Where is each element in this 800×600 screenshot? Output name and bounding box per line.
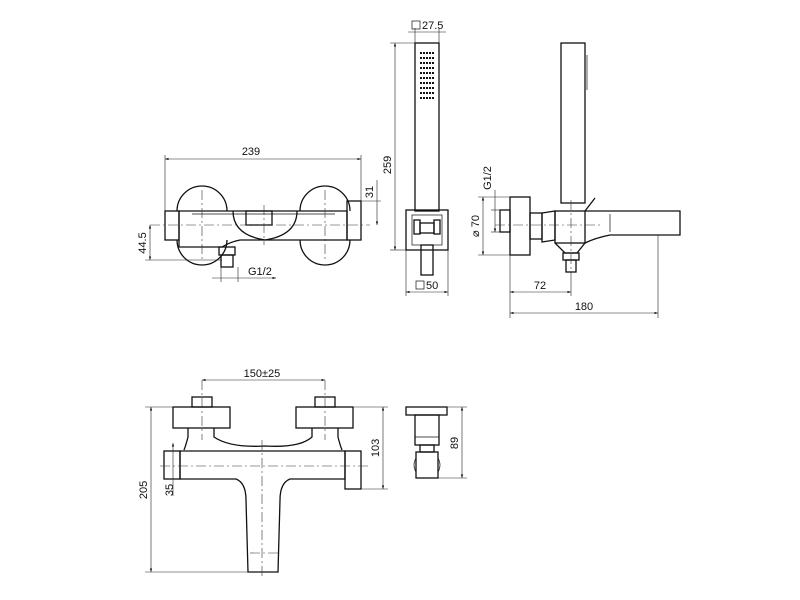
- dim-body-depth: 103: [370, 439, 382, 457]
- spray-nozzle: [423, 67, 425, 69]
- spray-nozzle: [432, 72, 434, 74]
- spray-nozzle: [420, 92, 422, 94]
- spray-nozzle: [432, 57, 434, 59]
- spray-nozzle: [420, 97, 422, 99]
- side-view: [478, 42, 681, 318]
- spray-nozzle: [429, 97, 431, 99]
- dim-height-center: 44.5: [137, 232, 149, 253]
- dim-height-top: 31: [364, 186, 376, 198]
- spray-nozzle: [432, 92, 434, 94]
- spray-nozzle: [426, 62, 428, 64]
- spray-nozzle: [420, 67, 422, 69]
- spray-nozzle: [432, 87, 434, 89]
- spray-nozzle: [420, 82, 422, 84]
- hand-shower-view: [390, 20, 449, 296]
- spray-nozzle: [429, 72, 431, 74]
- spray-nozzle: [429, 52, 431, 54]
- dim-wall-to-outlet: 72: [534, 280, 546, 292]
- dim-flange-diameter: ⌀ 70: [470, 215, 482, 237]
- dim-total-depth: 205: [138, 481, 150, 499]
- spray-nozzle: [420, 87, 422, 89]
- spray-nozzle: [426, 52, 428, 54]
- dim-head-size: 27.5: [422, 20, 443, 32]
- spray-nozzle: [423, 92, 425, 94]
- spray-nozzle: [429, 87, 431, 89]
- spray-nozzle: [423, 82, 425, 84]
- spray-nozzle: [429, 62, 431, 64]
- spray-nozzle: [423, 77, 425, 79]
- top-view: [145, 378, 388, 578]
- spray-nozzle: [420, 57, 422, 59]
- dim-shower-length: 259: [382, 156, 394, 174]
- spray-nozzle: [429, 82, 431, 84]
- spray-nozzle: [420, 72, 422, 74]
- spray-nozzle: [429, 77, 431, 79]
- dim-side-thread: G1/2: [482, 166, 494, 190]
- dim-detail-depth: 89: [449, 437, 461, 449]
- spray-nozzle: [426, 67, 428, 69]
- spray-nozzle: [426, 97, 428, 99]
- spray-nozzle: [420, 77, 422, 79]
- spray-nozzle: [423, 62, 425, 64]
- spray-nozzle: [426, 87, 428, 89]
- detail-view: [405, 406, 467, 479]
- spray-nozzle: [432, 82, 434, 84]
- front-view: [145, 155, 381, 282]
- spray-nozzle: [426, 92, 428, 94]
- spray-nozzle: [423, 57, 425, 59]
- spray-nozzle: [423, 87, 425, 89]
- spray-nozzle: [426, 77, 428, 79]
- spray-nozzle: [429, 57, 431, 59]
- diameter-symbol: ⌀: [470, 227, 482, 237]
- spray-nozzle: [426, 72, 428, 74]
- dim-cap-offset: 35: [164, 484, 176, 496]
- dim-outlet-thread: G1/2: [248, 266, 272, 278]
- spray-nozzle: [420, 62, 422, 64]
- spray-nozzle: [432, 62, 434, 64]
- spray-nozzle: [432, 67, 434, 69]
- spray-nozzle: [429, 92, 431, 94]
- spray-nozzle: [432, 77, 434, 79]
- dim-projection: 180: [575, 301, 593, 313]
- dim-width: 239: [242, 146, 260, 158]
- dim-bracket-size: 50: [426, 280, 438, 292]
- spray-nozzle: [426, 57, 428, 59]
- spray-nozzle: [423, 72, 425, 74]
- spray-nozzle: [429, 67, 431, 69]
- dim-inlet-spacing: 150±25: [244, 368, 281, 380]
- spray-nozzle: [423, 97, 425, 99]
- spray-nozzle: [432, 52, 434, 54]
- flange-diameter-value: 70: [470, 215, 482, 227]
- spray-nozzle: [420, 52, 422, 54]
- spray-nozzle: [432, 97, 434, 99]
- spray-nozzle: [423, 52, 425, 54]
- spray-nozzle: [426, 82, 428, 84]
